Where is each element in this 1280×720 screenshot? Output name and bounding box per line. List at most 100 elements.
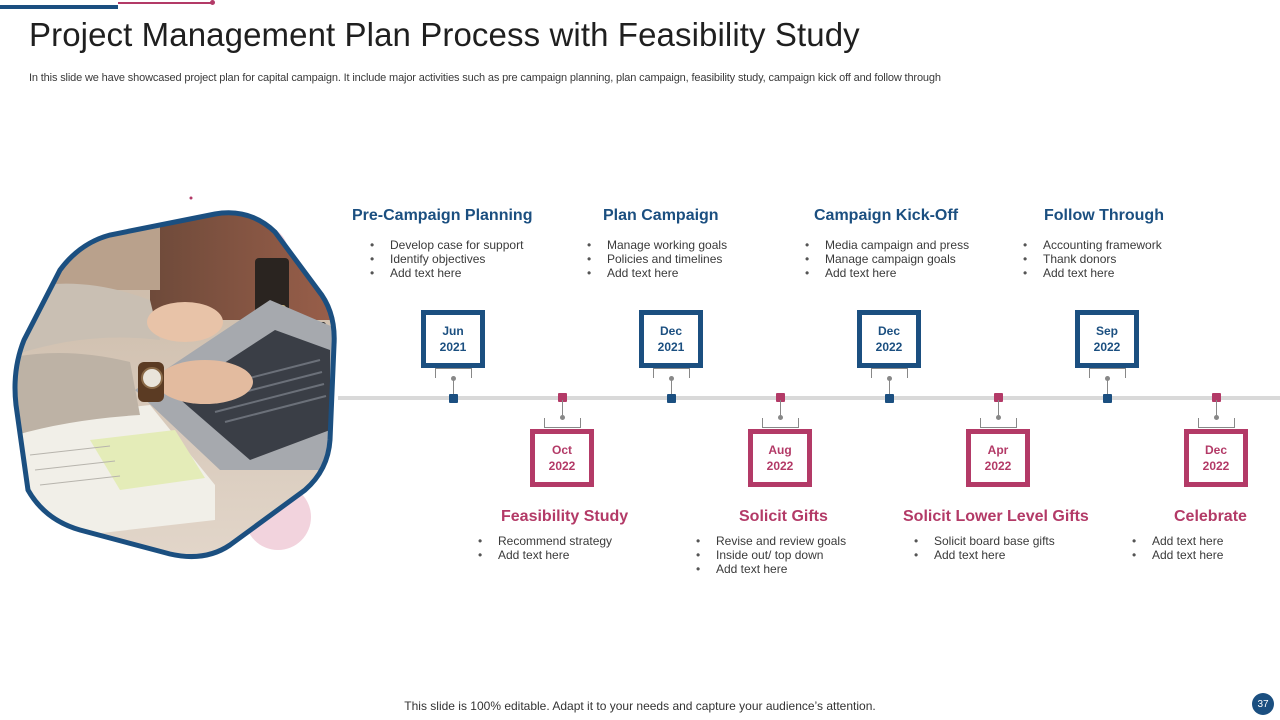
date-year: 2022 (548, 459, 576, 473)
connector-bracket (980, 418, 1017, 428)
timeline-node (776, 393, 785, 402)
phase-bullets-celebrate: Add text here Add text here (1132, 534, 1223, 562)
bullet-item: Add text here (1132, 534, 1223, 548)
connector-line (1107, 378, 1108, 396)
phase-bullets-solicit-lower-level-gifts: Solicit board base gifts Add text here (914, 534, 1055, 562)
date-box-jun-2021: Jun 2021 (421, 310, 485, 368)
date-month: Dec (877, 324, 900, 338)
connector-line (562, 400, 563, 418)
header-accent-dot (210, 0, 215, 5)
connector-knob (451, 376, 456, 381)
slide-subtitle: In this slide we have showcased project … (29, 72, 941, 84)
phase-title-campaign-kick-off: Campaign Kick-Off (814, 207, 959, 224)
connector-bracket (762, 418, 799, 428)
bullet-item: Revise and review goals (696, 534, 846, 548)
date-year: 2022 (1093, 340, 1121, 354)
date-month: Sep (1095, 324, 1118, 338)
phase-title-feasibility-study: Feasibility Study (501, 508, 629, 525)
connector-knob (996, 415, 1001, 420)
connector-knob (887, 376, 892, 381)
date-box-oct-2022: Oct 2022 (530, 429, 594, 487)
phase-bullets-campaign-kick-off: Media campaign and press Manage campaign… (805, 238, 969, 280)
date-year: 2022 (875, 340, 903, 354)
bullet-item: Recommend strategy (478, 534, 612, 548)
phase-bullets-feasibility-study: Recommend strategy Add text here (478, 534, 612, 562)
phase-title-solicit-gifts: Solicit Gifts (739, 508, 828, 525)
bullet-item: Media campaign and press (805, 238, 969, 252)
connector-line (453, 378, 454, 396)
connector-bracket (1198, 418, 1235, 428)
connector-knob (560, 415, 565, 420)
timeline-node (449, 394, 458, 403)
connector-bracket (544, 418, 581, 428)
bullet-item: Add text here (1132, 548, 1223, 562)
date-year: 2022 (1202, 459, 1230, 473)
timeline-node (667, 394, 676, 403)
header-accent-bar-pink (118, 2, 212, 4)
date-year: 2022 (984, 459, 1012, 473)
date-box-dec-2021: Dec 2021 (639, 310, 703, 368)
date-box-apr-2022: Apr 2022 (966, 429, 1030, 487)
date-month: Jun (442, 324, 464, 338)
connector-knob (778, 415, 783, 420)
phase-title-pre-campaign-planning: Pre-Campaign Planning (352, 207, 533, 224)
connector-line (780, 400, 781, 418)
connector-knob (1105, 376, 1110, 381)
connector-line (1216, 400, 1217, 418)
timeline-node (1212, 393, 1221, 402)
bullet-item: Develop case for support (370, 238, 523, 252)
phase-bullets-plan-campaign: Manage working goals Policies and timeli… (587, 238, 727, 280)
date-box-aug-2022: Aug 2022 (748, 429, 812, 487)
timeline-node (994, 393, 1003, 402)
date-month: Aug (768, 443, 792, 457)
connector-knob (669, 376, 674, 381)
timeline-node (885, 394, 894, 403)
connector-bracket (435, 368, 472, 378)
timeline-line (338, 396, 1280, 400)
laptop-photo-hexagon (0, 190, 340, 570)
date-box-sep-2022: Sep 2022 (1075, 310, 1139, 368)
bullet-item: Accounting framework (1023, 238, 1162, 252)
connector-line (998, 400, 999, 418)
bullet-item: Identify objectives (370, 252, 523, 266)
phase-bullets-pre-campaign-planning: Develop case for support Identify object… (370, 238, 523, 280)
slide-footer: This slide is 100% editable. Adapt it to… (404, 699, 876, 713)
bullet-item: Manage campaign goals (805, 252, 969, 266)
connector-knob (1214, 415, 1219, 420)
bullet-item: Inside out/ top down (696, 548, 846, 562)
timeline-node (558, 393, 567, 402)
bullet-item: Add text here (370, 266, 523, 280)
date-year: 2021 (439, 340, 467, 354)
bullet-item: Manage working goals (587, 238, 727, 252)
bullet-item: Add text here (805, 266, 969, 280)
date-month: Oct (551, 443, 572, 457)
header-accent-bar-blue (0, 5, 118, 9)
phase-title-celebrate: Celebrate (1174, 508, 1247, 525)
date-month: Apr (987, 443, 1009, 457)
date-month: Dec (659, 324, 682, 338)
bullet-item: Add text here (587, 266, 727, 280)
phase-title-solicit-lower-level-gifts: Solicit Lower Level Gifts (903, 508, 1089, 525)
connector-bracket (871, 368, 908, 378)
bullet-item: Add text here (914, 548, 1055, 562)
timeline-node (1103, 394, 1112, 403)
phase-title-plan-campaign: Plan Campaign (603, 207, 719, 224)
phase-bullets-solicit-gifts: Revise and review goals Inside out/ top … (696, 534, 846, 576)
phase-bullets-follow-through: Accounting framework Thank donors Add te… (1023, 238, 1162, 280)
connector-bracket (1089, 368, 1126, 378)
connector-line (889, 378, 890, 396)
connector-bracket (653, 368, 690, 378)
connector-line (671, 378, 672, 396)
date-box-dec-2022: Dec 2022 (857, 310, 921, 368)
phase-title-follow-through: Follow Through (1044, 207, 1164, 224)
date-year: 2021 (657, 340, 685, 354)
slide-title: Project Management Plan Process with Fea… (29, 16, 860, 53)
date-box-dec-2022-celebrate: Dec 2022 (1184, 429, 1248, 487)
date-month: Dec (1204, 443, 1227, 457)
bullet-item: Solicit board base gifts (914, 534, 1055, 548)
bullet-item: Policies and timelines (587, 252, 727, 266)
bullet-item: Thank donors (1023, 252, 1162, 266)
date-year: 2022 (766, 459, 794, 473)
bullet-item: Add text here (696, 562, 846, 576)
page-number-badge: 37 (1252, 693, 1274, 715)
